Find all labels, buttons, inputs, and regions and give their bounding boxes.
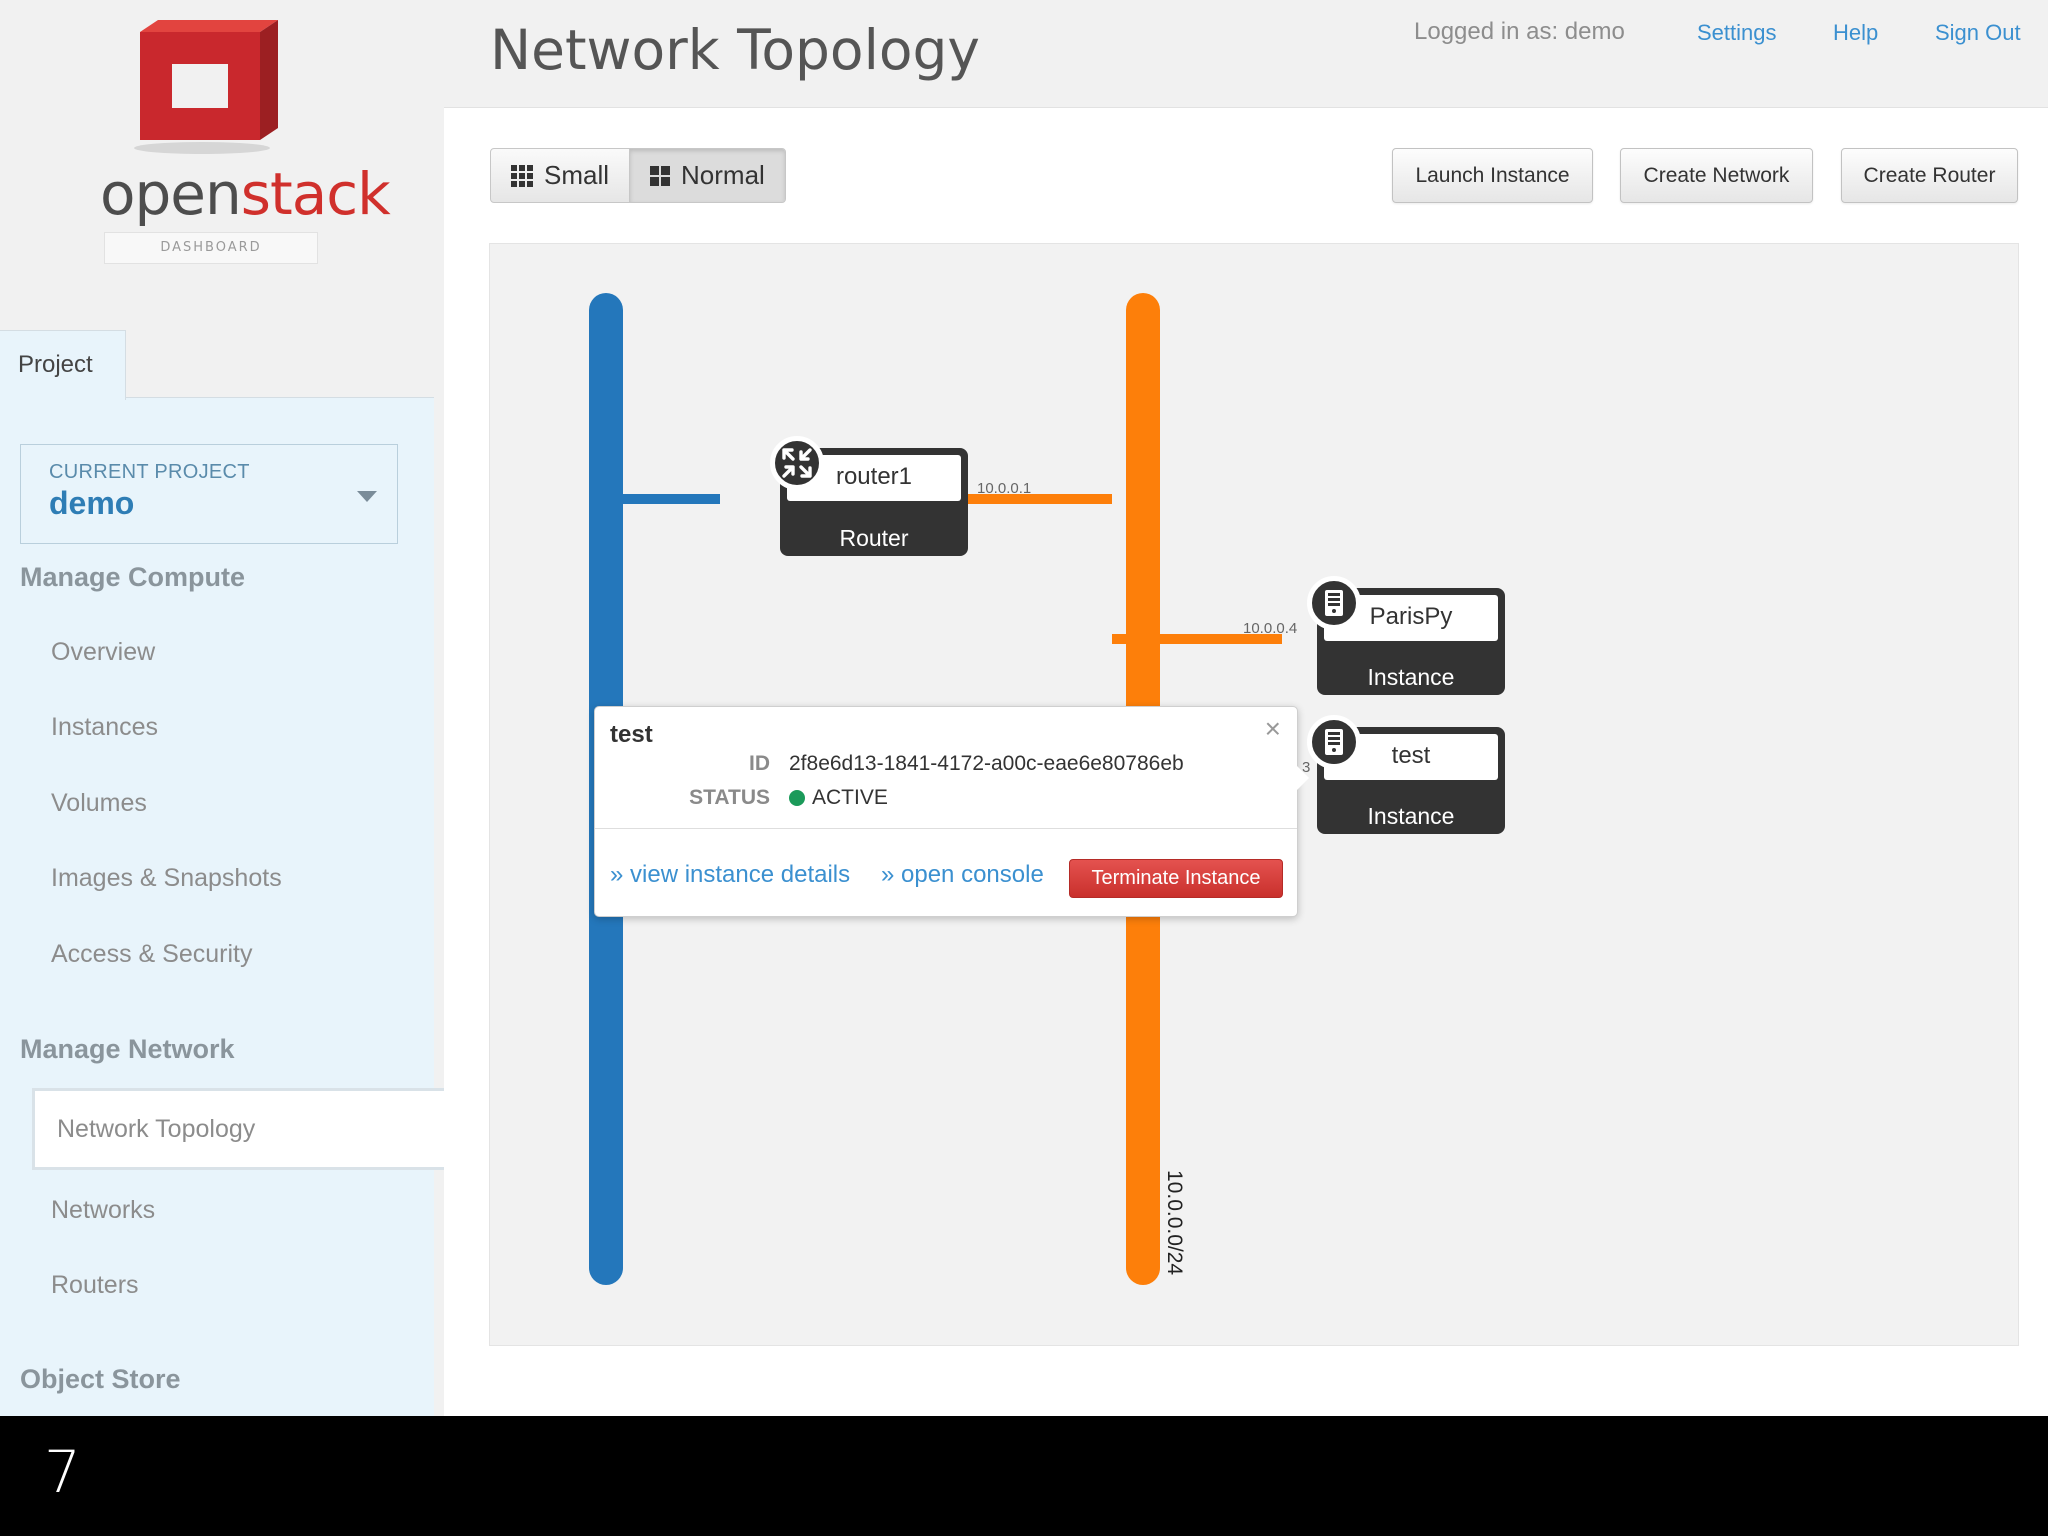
sidebar-item-network-topology[interactable]: Network Topology <box>32 1088 444 1170</box>
tab-project[interactable]: Project <box>0 330 126 400</box>
slide-number: 7 <box>44 1438 81 1506</box>
chevron-down-icon <box>357 491 377 502</box>
sidebar-item-overview[interactable]: Overview <box>51 638 156 666</box>
current-project-name: demo <box>49 485 135 521</box>
router1-node[interactable]: router1 Router <box>770 436 968 556</box>
app-screen: openstack DASHBOARD Project CURRENT PROJ… <box>0 0 2048 1416</box>
launch-instance-button[interactable]: Launch Instance <box>1392 148 1593 203</box>
sidebar-item-access-security[interactable]: Access & Security <box>51 940 253 968</box>
sidebar-item-label: Network Topology <box>57 1115 256 1143</box>
small-grid-icon <box>511 164 533 187</box>
sidebar-item-networks[interactable]: Networks <box>51 1196 156 1224</box>
sidebar-item-routers[interactable]: Routers <box>51 1271 139 1299</box>
status-text: ACTIVE <box>812 786 888 809</box>
popup-status-label: STATUS <box>689 786 770 809</box>
server-icon <box>1307 576 1361 630</box>
logo-area: openstack DASHBOARD <box>0 0 434 330</box>
network-cidr-label: 10.0.0.0/24 <box>1163 1170 1186 1275</box>
view-instance-details-link[interactable]: » view instance details <box>610 861 851 888</box>
instance-details-popup: test × ID 2f8e6d13-1841-4172-a00c-eae6e8… <box>594 706 1298 917</box>
popup-id-value: 2f8e6d13-1841-4172-a00c-eae6e80786eb <box>789 752 1184 775</box>
openstack-logo-icon[interactable] <box>120 20 280 160</box>
router-icon <box>770 436 824 490</box>
router-internal-link <box>962 494 1112 504</box>
sidebar-item-volumes[interactable]: Volumes <box>51 789 147 817</box>
server-icon <box>1307 715 1361 769</box>
popup-status-value: ACTIVE <box>789 786 888 810</box>
logged-in-user: Logged in as: demo <box>1414 18 1625 45</box>
parispy-instance-node[interactable]: ParisPy Instance <box>1307 576 1505 695</box>
create-network-button[interactable]: Create Network <box>1620 148 1813 203</box>
sidebar-item-instances[interactable]: Instances <box>51 713 159 741</box>
parispy-link <box>1112 634 1282 644</box>
router-external-link <box>590 494 720 504</box>
sidebar-divider <box>434 0 444 1416</box>
close-icon[interactable]: × <box>1264 713 1281 744</box>
nav-section-object-store: Object Store <box>20 1364 181 1394</box>
instance-kind: Instance <box>1367 664 1455 690</box>
popup-pointer <box>1297 766 1309 790</box>
popup-divider <box>595 828 1297 829</box>
sidebar-item-images-snapshots[interactable]: Images & Snapshots <box>51 864 282 892</box>
size-normal-button[interactable]: Normal <box>629 149 785 202</box>
router-ip-label: 10.0.0.1 <box>977 480 1031 497</box>
nav-section-manage-network: Manage Network <box>20 1034 235 1064</box>
nav-section-manage-compute: Manage Compute <box>20 562 246 592</box>
create-router-button[interactable]: Create Router <box>1841 148 2018 203</box>
sign-out-link[interactable]: Sign Out <box>1935 20 2021 45</box>
size-normal-label: Normal <box>681 160 765 190</box>
current-project-label: CURRENT PROJECT <box>49 461 250 483</box>
current-project-selector[interactable]: CURRENT PROJECT demo <box>20 444 398 544</box>
popup-title: test <box>610 721 653 748</box>
normal-grid-icon <box>650 165 671 186</box>
instance-kind: Instance <box>1367 803 1455 829</box>
status-dot-icon <box>789 790 805 806</box>
popup-id-label: ID <box>749 752 770 775</box>
open-console-link[interactable]: » open console <box>881 861 1044 888</box>
size-small-button[interactable]: Small <box>491 149 629 202</box>
size-small-label: Small <box>544 160 610 190</box>
page-header: Network Topology Logged in as: demo Sett… <box>444 0 2048 108</box>
router-kind: Router <box>839 525 909 551</box>
settings-link[interactable]: Settings <box>1697 20 1777 45</box>
test-instance-node[interactable]: test Instance <box>1307 715 1505 834</box>
topology-size-toggle: Small Normal <box>490 148 786 203</box>
page-title: Network Topology <box>490 18 980 82</box>
logo-wordmark: openstack <box>100 160 391 228</box>
terminate-instance-button[interactable]: Terminate Instance <box>1069 859 1283 898</box>
logo-subtitle: DASHBOARD <box>104 232 318 264</box>
parispy-ip-label: 10.0.0.4 <box>1243 620 1297 637</box>
help-link[interactable]: Help <box>1833 20 1879 45</box>
